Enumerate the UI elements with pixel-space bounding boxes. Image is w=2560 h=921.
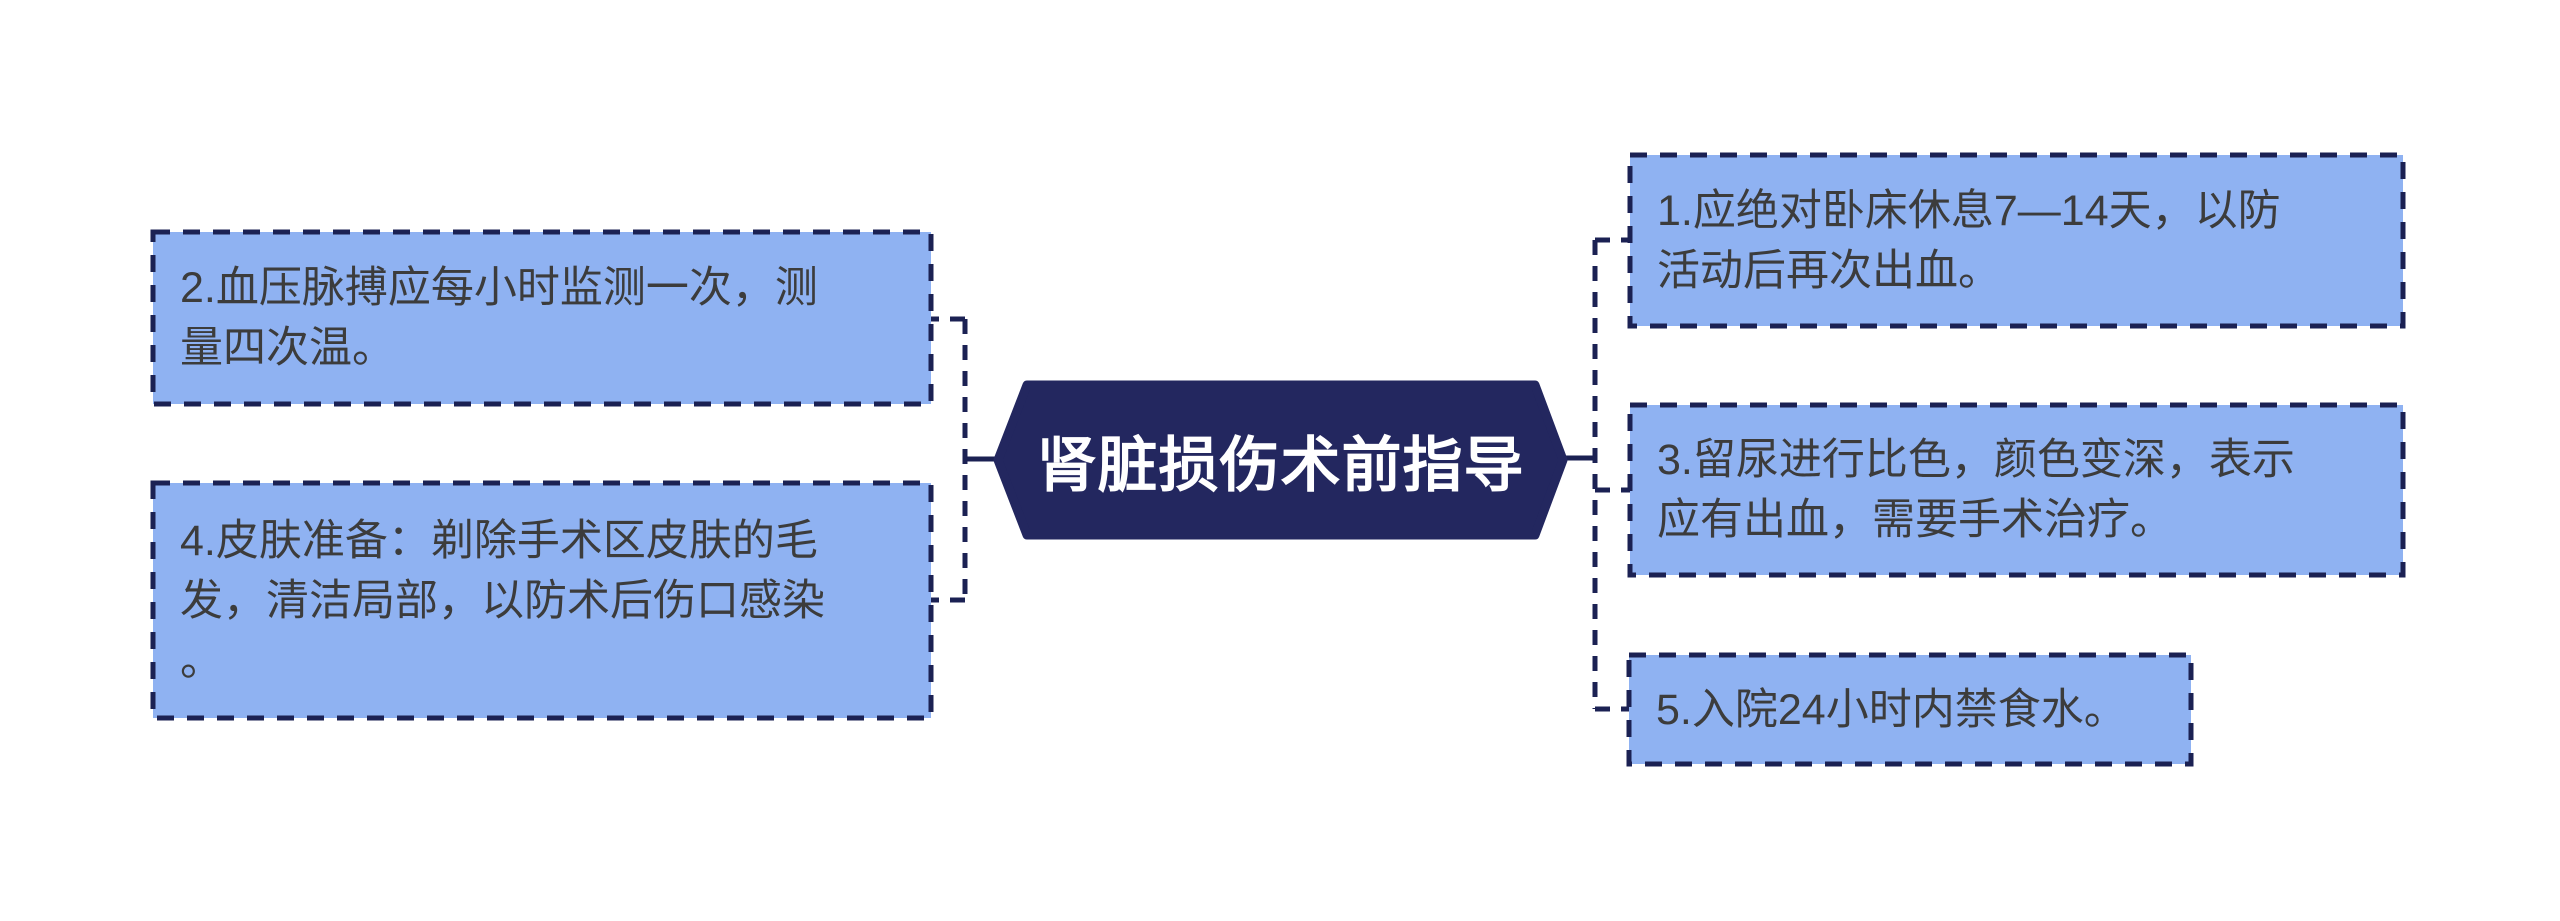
branch-node-3[interactable]: 3.留尿进行比色，颜色变深，表示 应有出血，需要手术治疗。 (1630, 405, 2403, 575)
branch-node-4[interactable]: 4.皮肤准备：剃除手术区皮肤的毛 发，清洁局部，以防术后伤口感染 。 (153, 483, 931, 718)
root-node-label: 肾脏损伤术前指导 (1036, 431, 1525, 499)
branch-node-shape-3 (1627, 402, 2406, 578)
branch-node-1[interactable]: 1.应绝对卧床休息7—14天，以防 活动后再次出血。 (1630, 155, 2403, 326)
branch-text-2: 2.血压脉搏应每小时监测一次，测 量四次温。 (180, 264, 818, 372)
branch-text-4: 4.皮肤准备：剃除手术区皮肤的毛 发，清洁局部，以防术后伤口感染 。 (180, 516, 825, 685)
branch-node-2[interactable]: 2.血压脉搏应每小时监测一次，测 量四次温。 (153, 232, 931, 404)
branch-node-shape-5 (1626, 652, 2194, 767)
root-node-shape (993, 380, 1568, 540)
branch-node-5[interactable]: 5.入院24小时内禁食水。 (1629, 655, 2191, 764)
branch-text-5: 5.入院24小时内禁食水。 (1656, 685, 2127, 734)
branch-text-1: 1.应绝对卧床休息7—14天，以防 活动后再次出血。 (1657, 186, 2281, 295)
branch-node-shape-4 (150, 480, 934, 721)
root-node[interactable]: 肾脏损伤术前指导 (998, 385, 1563, 535)
branch-node-shape-2 (150, 229, 934, 407)
branch-text-3: 3.留尿进行比色，颜色变深，表示 应有出血，需要手术治疗。 (1657, 436, 2295, 544)
branch-node-shape-1 (1627, 152, 2406, 329)
